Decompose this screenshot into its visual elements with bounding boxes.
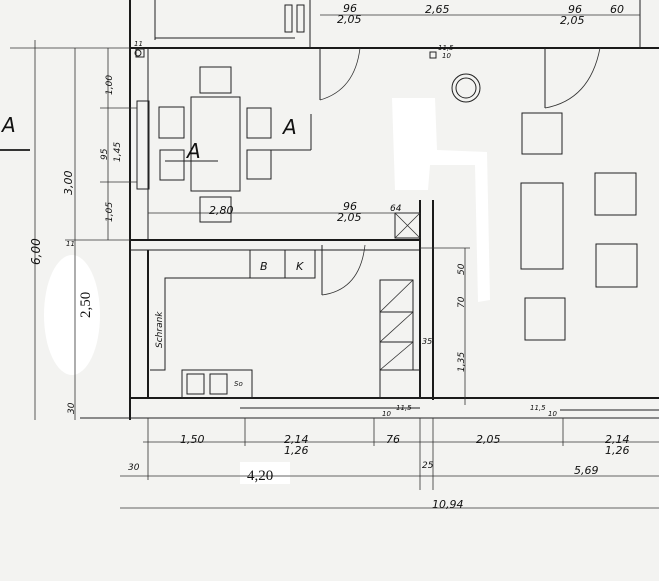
- svg-text:2,80: 2,80: [209, 204, 234, 217]
- cabinet-label: Schrank: [155, 311, 165, 348]
- svg-text:11,5: 11,5: [530, 404, 546, 412]
- svg-text:11,5: 11,5: [396, 404, 412, 412]
- section-mark: A: [185, 139, 201, 163]
- svg-text:5,69: 5,69: [574, 464, 599, 477]
- svg-text:2,05: 2,05: [337, 13, 362, 26]
- svg-text:60: 60: [610, 3, 624, 16]
- svg-text:3,00: 3,00: [62, 171, 75, 196]
- svg-text:96: 96: [343, 200, 357, 213]
- svg-text:2,05: 2,05: [337, 211, 362, 224]
- svg-text:95: 95: [100, 148, 110, 160]
- svg-text:11,5: 11,5: [438, 44, 454, 52]
- svg-text:4,20: 4,20: [247, 468, 273, 484]
- svg-text:2,14: 2,14: [284, 433, 309, 446]
- kitchen-label-k: K: [296, 260, 304, 273]
- svg-text:2,14: 2,14: [605, 433, 630, 446]
- svg-text:1,50: 1,50: [180, 433, 205, 446]
- svg-text:96: 96: [343, 2, 357, 15]
- svg-text:25: 25: [422, 461, 434, 471]
- svg-text:1,00: 1,00: [105, 75, 115, 95]
- svg-text:2,05: 2,05: [476, 433, 501, 446]
- svg-text:11: 11: [66, 240, 75, 248]
- svg-text:1,26: 1,26: [605, 444, 630, 457]
- doors: [319, 47, 601, 296]
- svg-text:10: 10: [548, 410, 557, 418]
- erased-area: [240, 462, 290, 484]
- svg-text:2,50: 2,50: [78, 292, 94, 318]
- section-mark: A: [281, 115, 297, 139]
- svg-text:10: 10: [442, 52, 451, 60]
- svg-text:50: 50: [457, 263, 467, 275]
- svg-text:76: 76: [386, 433, 400, 446]
- svg-text:2,65: 2,65: [425, 3, 450, 16]
- svg-text:1,35: 1,35: [457, 352, 467, 372]
- right-room: [392, 98, 638, 341]
- svg-text:11: 11: [134, 40, 143, 48]
- svg-text:70: 70: [457, 296, 467, 308]
- dimension-lines: [0, 14, 659, 509]
- svg-text:35: 35: [422, 337, 432, 346]
- section-mark: A: [0, 113, 16, 137]
- dining-set: [136, 66, 312, 223]
- svg-text:64: 64: [390, 204, 402, 214]
- sink-label: So: [234, 380, 243, 388]
- svg-text:1,05: 1,05: [105, 202, 115, 222]
- svg-text:96: 96: [568, 3, 582, 16]
- walls: [80, 0, 659, 420]
- svg-text:30: 30: [67, 402, 77, 414]
- kitchen: [134, 48, 481, 399]
- svg-text:1,45: 1,45: [113, 142, 123, 162]
- kitchen-label-b: B: [260, 260, 268, 273]
- svg-text:1,26: 1,26: [284, 444, 309, 457]
- svg-text:6,00: 6,00: [29, 238, 43, 265]
- svg-text:2,05: 2,05: [560, 14, 585, 27]
- svg-text:30: 30: [128, 463, 140, 473]
- dimension-labels: 96 2,05 2,65 96 2,05 60 11,5 10 11 6,00 …: [29, 2, 630, 511]
- svg-text:10: 10: [382, 410, 391, 418]
- svg-text:10,94: 10,94: [432, 498, 464, 511]
- erased-area: [44, 255, 100, 375]
